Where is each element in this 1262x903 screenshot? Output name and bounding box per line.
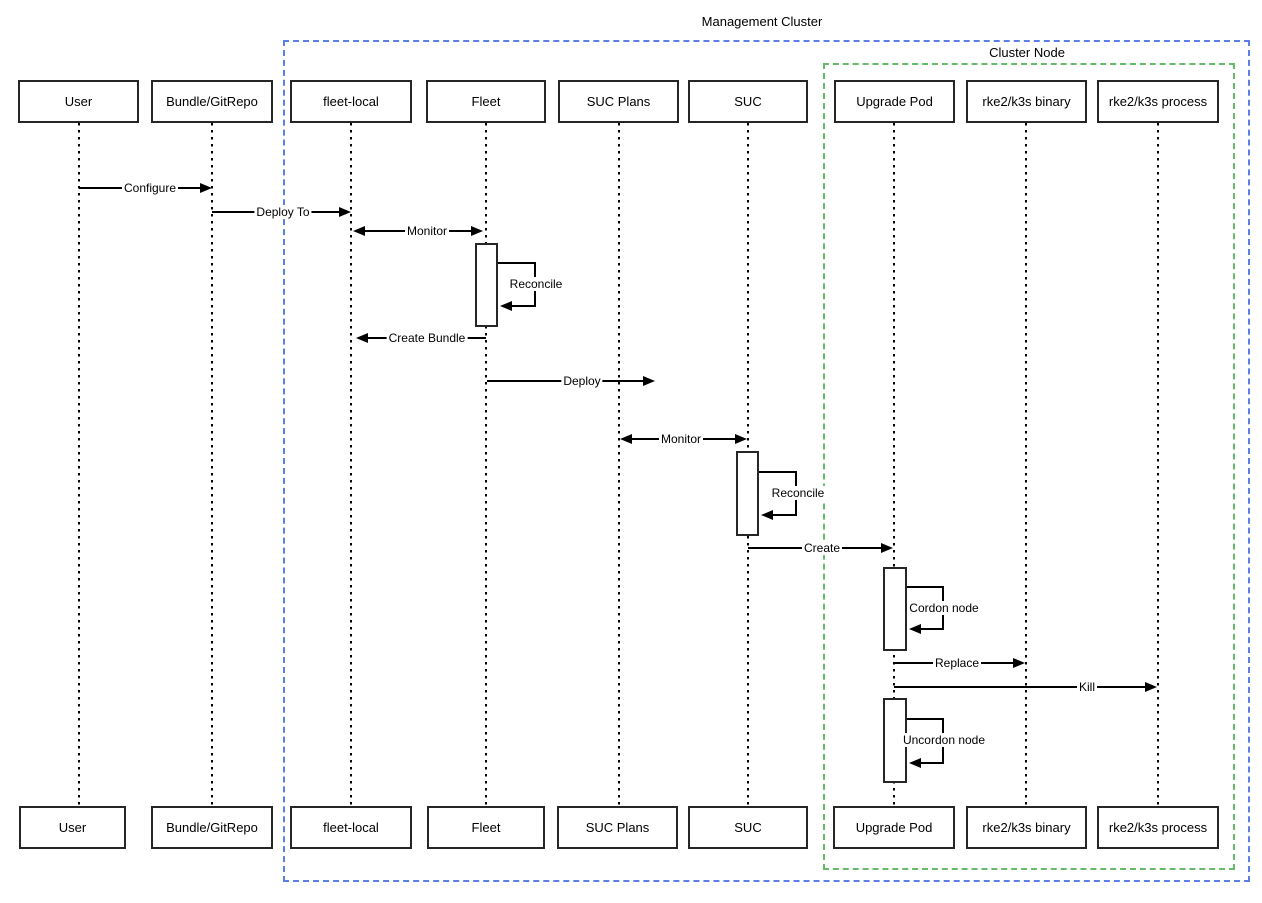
participant-label: rke2/k3s binary <box>982 820 1071 835</box>
message-configure-label: Configure <box>121 181 179 195</box>
self-reconcile-suc-top <box>759 471 797 473</box>
participant-label: rke2/k3s binary <box>982 94 1071 109</box>
management-cluster-frame <box>283 40 1250 882</box>
participant-label: rke2/k3s process <box>1108 94 1208 109</box>
participant-label: SUC <box>734 94 762 109</box>
participant-suc-plans-top: SUC Plans <box>558 80 679 123</box>
participant-bundle-gitrepo-top: Bundle/GitRepo <box>151 80 273 123</box>
participant-label: Upgrade Pod <box>855 820 933 835</box>
arrowhead-left <box>761 510 773 520</box>
arrowhead-right <box>643 376 655 386</box>
cluster-node-label: Cluster Node <box>986 44 1068 62</box>
self-uncordon-bottom <box>921 762 944 764</box>
arrowhead-left <box>353 226 365 236</box>
participant-label: Fleet <box>471 820 501 835</box>
participant-label: Fleet <box>471 94 501 109</box>
arrowhead-right <box>735 434 747 444</box>
arrowhead-left <box>909 758 921 768</box>
self-cordon-label: Cordon node <box>907 601 981 615</box>
participant-label: fleet-local <box>323 820 379 835</box>
self-reconcile-fleet-label: Reconcile <box>507 277 565 291</box>
lifeline-rke2-k3s-binary <box>1025 123 1027 806</box>
self-cordon-bottom <box>921 628 944 630</box>
self-reconcile-fleet-bottom <box>512 305 536 307</box>
lifeline-upgrade-pod <box>893 123 895 806</box>
participant-label: Bundle/GitRepo <box>166 94 258 109</box>
participant-suc-bottom: SUC <box>688 806 808 849</box>
participant-rke2-k3s-binary-bottom: rke2/k3s binary <box>966 806 1087 849</box>
lifeline-suc-plans <box>618 123 620 806</box>
self-cordon-top <box>907 586 944 588</box>
participant-label: rke2/k3s process <box>1108 820 1208 835</box>
participant-label: Bundle/GitRepo <box>166 820 258 835</box>
participant-suc-top: SUC <box>688 80 808 123</box>
arrowhead-right <box>200 183 212 193</box>
participant-fleet-bottom: Fleet <box>427 806 545 849</box>
arrowhead-left <box>356 333 368 343</box>
management-cluster-label: Management Cluster <box>698 13 826 31</box>
message-replace-label: Replace <box>932 656 982 670</box>
self-uncordon-label: Uncordon node <box>900 733 988 747</box>
arrowhead-left <box>620 434 632 444</box>
message-kill-label: Kill <box>1076 680 1098 694</box>
arrowhead-right <box>1013 658 1025 668</box>
message-kill-line <box>894 686 1145 688</box>
participant-fleet-local-top: fleet-local <box>290 80 412 123</box>
participant-label: SUC <box>734 820 762 835</box>
participant-user-bottom: User <box>19 806 126 849</box>
arrowhead-right <box>881 543 893 553</box>
participant-rke2-k3s-binary-top: rke2/k3s binary <box>966 80 1087 123</box>
participant-rke2-k3s-process-top: rke2/k3s process <box>1097 80 1219 123</box>
activation-suc <box>736 451 759 536</box>
self-reconcile-suc-label: Reconcile <box>769 486 827 500</box>
activation-upgrade-pod-1 <box>883 567 907 651</box>
message-deploy-label: Deploy <box>561 374 603 388</box>
lifeline-rke2-k3s-process <box>1157 123 1159 806</box>
participant-user-top: User <box>18 80 139 123</box>
participant-label: fleet-local <box>323 94 379 109</box>
message-monitor2-label: Monitor <box>658 432 704 446</box>
participant-fleet-local-bottom: fleet-local <box>290 806 412 849</box>
arrowhead-right <box>1145 682 1157 692</box>
participant-rke2-k3s-process-bottom: rke2/k3s process <box>1097 806 1219 849</box>
participant-bundle-gitrepo-bottom: Bundle/GitRepo <box>151 806 273 849</box>
self-reconcile-suc-bottom <box>773 514 797 516</box>
message-create-label: Create <box>801 541 843 555</box>
lifeline-user <box>78 123 80 806</box>
participant-label: User <box>64 94 93 109</box>
message-create-bundle-label: Create Bundle <box>386 331 468 345</box>
arrowhead-right <box>339 207 351 217</box>
participant-label: SUC Plans <box>585 820 650 835</box>
arrowhead-left <box>909 624 921 634</box>
participant-fleet-top: Fleet <box>426 80 546 123</box>
participant-upgrade-pod-bottom: Upgrade Pod <box>833 806 955 849</box>
lifeline-fleet-local <box>350 123 352 806</box>
participant-suc-plans-bottom: SUC Plans <box>557 806 678 849</box>
cluster-node-frame <box>823 63 1235 870</box>
participant-label: SUC Plans <box>586 94 651 109</box>
self-uncordon-top <box>907 718 944 720</box>
arrowhead-right <box>471 226 483 236</box>
lifeline-bundle-gitrepo <box>211 123 213 806</box>
participant-label: Upgrade Pod <box>856 94 933 109</box>
arrowhead-left <box>500 301 512 311</box>
lifeline-fleet <box>485 123 487 806</box>
activation-fleet <box>475 243 498 327</box>
participant-upgrade-pod-top: Upgrade Pod <box>834 80 955 123</box>
message-monitor1-label: Monitor <box>404 224 450 238</box>
self-reconcile-fleet-top <box>498 262 536 264</box>
message-deploy-to-label: Deploy To <box>254 205 312 219</box>
participant-label: User <box>58 820 87 835</box>
